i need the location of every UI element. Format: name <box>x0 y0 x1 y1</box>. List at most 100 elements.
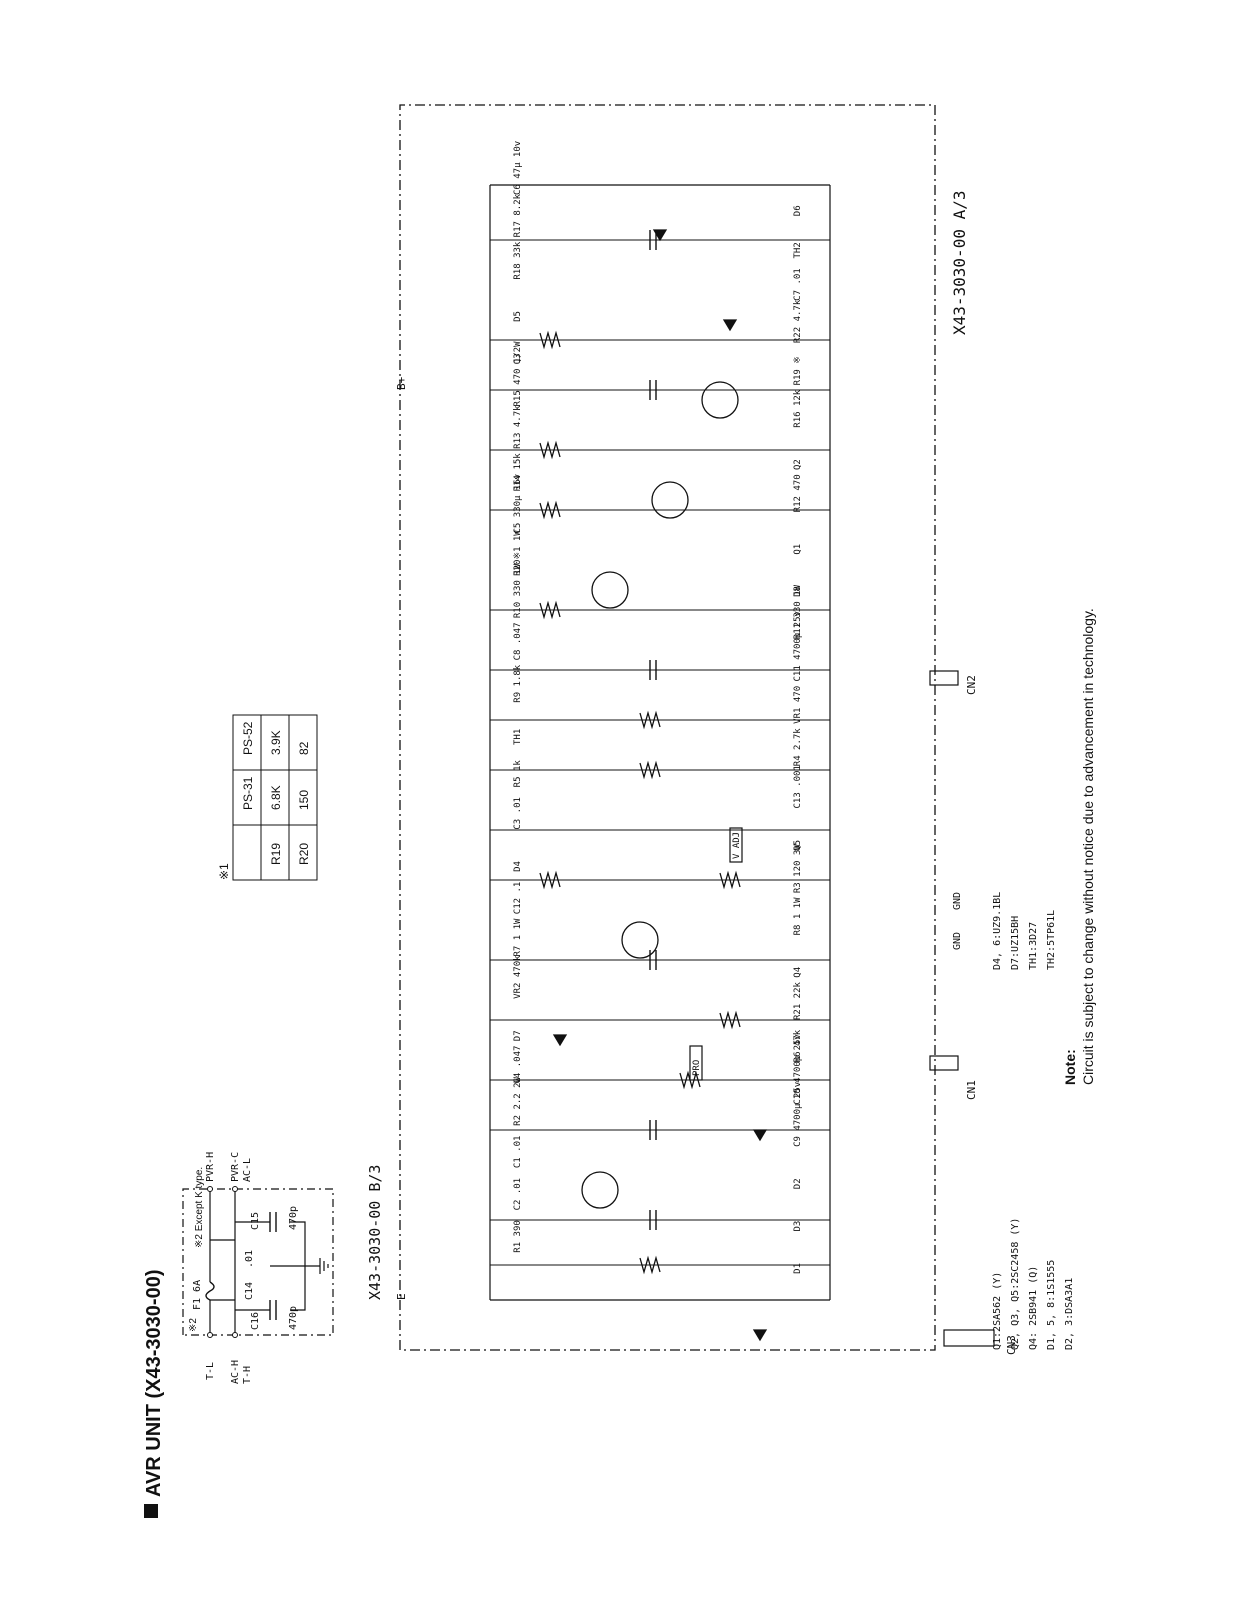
transistor-q5-icon <box>621 921 659 959</box>
output-pvrc: PVR-C <box>230 1152 241 1182</box>
part-label-r14: R14 15k <box>513 453 523 492</box>
capacitor-icon <box>649 1210 657 1230</box>
part-label-q1: Q1 <box>793 544 803 555</box>
cap-c16-val: 470p <box>288 1306 299 1330</box>
semiconductor-entry: D7:UZ15BH <box>1010 916 1021 970</box>
part-label-r4: R4 2.7k <box>793 728 803 767</box>
ground-icon <box>319 1258 329 1274</box>
part-label-r8: R8 1 1W <box>793 897 803 936</box>
semiconductor-entry: Q2, Q3, Q5:2SC2458 (Y) <box>1010 1218 1021 1350</box>
transistor-icons <box>581 381 739 1209</box>
variant-table-mark: ※1 <box>217 863 231 880</box>
part-label-vr2: VR2 470k <box>513 955 523 999</box>
main-board-code: X43-3030-00 A/3 <box>950 191 969 336</box>
transistor-q4-icon <box>581 1171 619 1209</box>
semiconductor-entry: D4, 6:UZ9.1BL <box>992 892 1003 970</box>
cn2-label: CN2 <box>965 675 978 695</box>
part-label-c9: C9 4700μ 25v <box>793 1082 803 1147</box>
part-label-th1: TH1 <box>513 729 523 745</box>
output-acl: AC-L <box>242 1158 253 1182</box>
capacitor-icon <box>269 1212 277 1232</box>
fuse-icon <box>205 1281 215 1301</box>
part-label-th2: TH2 <box>793 242 803 258</box>
part-label-r15: R15 470 1/2W <box>513 341 523 407</box>
part-label-d3: D3 <box>793 1221 803 1232</box>
part-label-r201: R20※1 1W <box>513 530 523 576</box>
variant-row-r19: R19 <box>269 843 283 865</box>
part-label-d5: D5 <box>513 311 523 322</box>
cn1-label: CN1 <box>965 1080 978 1100</box>
part-label-c4: C4 .047 <box>513 1046 523 1084</box>
part-label-r17: R17 8.2k <box>513 193 523 237</box>
sub-board: X43-3030-00 B/3 ※2 Except K type. ※2 F1 … <box>182 1152 384 1384</box>
variant-r19-ps31: 6.8K <box>269 785 283 810</box>
cap-c15-ref: C15 <box>250 1212 261 1230</box>
variant-r20-ps52: 82 <box>297 741 311 755</box>
capacitor-icon <box>649 1120 657 1140</box>
variant-r19-ps52: 3.9K <box>269 730 283 755</box>
capacitor-icon <box>649 660 657 680</box>
gnd-terminal-1: GND <box>952 932 963 950</box>
cn3-connector <box>943 1329 995 1347</box>
part-label-r2: R2 2.2 2W <box>513 1076 523 1125</box>
part-label-q2: Q2 <box>793 459 803 470</box>
cn2-connector <box>929 670 959 686</box>
part-label-r10: R10 330 1W <box>513 563 523 618</box>
variant-col-ps52: PS-52 <box>241 721 255 755</box>
part-label-d4: D4 <box>513 861 523 872</box>
part-label-d7: D7 <box>513 1030 523 1041</box>
cap-c14-val: .01 <box>244 1250 255 1268</box>
pro-label: PRO <box>692 1060 702 1076</box>
resistor-icon <box>539 600 561 620</box>
resistor-icon <box>539 440 561 460</box>
part-label-r6: R6 47k <box>793 1029 803 1062</box>
part-label-q5: Q5 <box>793 840 803 851</box>
part-label-q4: Q4 <box>793 967 803 978</box>
part-label-r3: R3 120 3W <box>793 844 803 893</box>
fuse-label: F1 6A <box>192 1280 203 1310</box>
cap-c14-ref: C14 <box>244 1282 255 1300</box>
part-label-r13: R13 4.7k <box>513 405 523 449</box>
e-label: E <box>395 1293 408 1300</box>
cap-c15-val: 470p <box>288 1206 299 1230</box>
transistor-q2-icon <box>651 481 689 519</box>
transistor-q1-icon <box>591 571 629 609</box>
part-label-vr1: VR1 470 <box>793 686 803 724</box>
semiconductor-entry: TH1:3D27 <box>1028 922 1039 970</box>
terminal-ach: AC-H <box>230 1360 241 1384</box>
heading-bullet <box>144 1504 158 1518</box>
sub-board-code: X43-3030-00 B/3 <box>366 1165 384 1300</box>
main-board: X43-3030-00 A/3 <box>395 104 1018 1355</box>
part-label-r5: R5 1k <box>513 760 523 788</box>
part-label-c13: C13 .001 <box>793 765 803 808</box>
capacitor-icon <box>649 380 657 400</box>
diode-icon <box>752 1129 768 1142</box>
variant-col-ps31: PS-31 <box>241 776 255 810</box>
part-label-d8: D8 <box>793 586 803 597</box>
supply-rails <box>489 184 831 1301</box>
resistor-icon <box>539 330 561 350</box>
main-board-outline <box>399 104 936 1351</box>
part-label-c6: C6 47μ 10v <box>513 141 523 195</box>
capacitor-icons <box>649 230 657 1230</box>
b-plus-label: B+ <box>395 376 408 390</box>
resistor-icon <box>539 500 561 520</box>
part-label-c5: C5 330μ 16v <box>513 474 523 534</box>
part-label-d6: D6 <box>793 205 803 216</box>
part-label-c1: C1 .01 <box>513 1136 523 1169</box>
part-label-c11: C11 4700μ 25v <box>793 611 803 681</box>
part-label-d2: D2 <box>793 1178 803 1189</box>
resistor-icon <box>639 710 661 730</box>
semiconductor-entry: D1, 5, 8:1S1555 <box>1046 1260 1057 1350</box>
part-label-q3: Q3 <box>513 353 523 364</box>
cn1-connector <box>929 1055 959 1071</box>
page-title: AVR UNIT (X43-3030-00) <box>143 1270 165 1497</box>
part-label-c8: C8 .047 <box>513 622 523 660</box>
resistor-icon <box>639 760 661 780</box>
terminal-th: T-H <box>242 1366 253 1384</box>
semiconductor-entry: Q1:2SA562 (Y) <box>992 1272 1003 1350</box>
vadj-label: V ADJ <box>732 832 742 859</box>
resistor-icon <box>539 870 561 890</box>
